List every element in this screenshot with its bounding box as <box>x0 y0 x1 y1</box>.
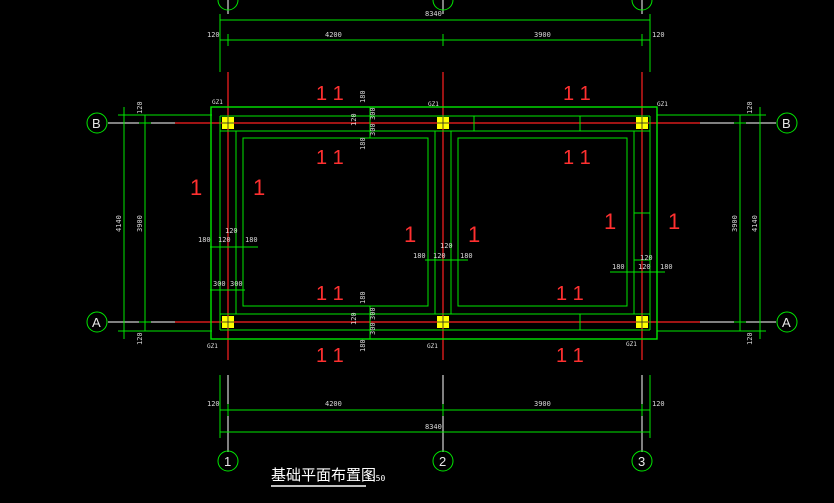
axis-bubble-2 <box>432 450 454 472</box>
dim-overall-top: 8340 <box>425 10 442 18</box>
dim-edge: 120 <box>746 332 754 345</box>
dim-300: 300 <box>213 280 226 288</box>
dim-120: 120 <box>433 252 446 260</box>
dim-180: 180 <box>460 252 473 260</box>
dim-overall-bottom: 8340 <box>425 423 442 431</box>
dim-edge: 120 <box>207 31 220 39</box>
axis-bubble-1 <box>217 450 239 472</box>
dim-120: 120 <box>225 227 238 235</box>
section-marks: 1 1 1 1 1 1 1 1 1 1 1 1 1 1 1 1 1 1 1 1 … <box>190 83 680 367</box>
dim-180: 180 <box>245 236 258 244</box>
drawing-scale: 1:50 <box>366 474 385 483</box>
axis-bubbles: 1 2 3 B A B A <box>86 0 798 472</box>
axis-bubble-3 <box>631 450 653 472</box>
foundation-outline <box>210 106 658 340</box>
columns <box>222 117 648 328</box>
section-mark-pair: 1 1 <box>316 83 344 105</box>
axis-bubble-a-right <box>776 311 798 333</box>
dim-180: 180 <box>198 236 211 244</box>
column-label: GZ1 <box>427 343 438 350</box>
dim-120: 120 <box>350 312 358 325</box>
axis-bubble-a-left <box>86 311 108 333</box>
section-mark-pair: 1 1 <box>316 147 344 169</box>
dim-edge: 120 <box>652 400 665 408</box>
dim-120: 120 <box>640 254 653 262</box>
dim-180: 180 <box>612 263 625 271</box>
dim-edge: 120 <box>136 332 144 345</box>
section-mark-pair: 1 1 <box>563 83 591 105</box>
section-mark: 1 <box>668 209 680 234</box>
dim-180: 180 <box>413 252 426 260</box>
section-mark-pair: 1 1 <box>316 283 344 305</box>
section-mark: 1 <box>404 222 416 247</box>
dim-depth-overall-right: 4140 <box>751 215 759 232</box>
dim-bay-2-top: 3900 <box>534 31 551 39</box>
section-mark-pair: 1 1 <box>563 147 591 169</box>
drawing-title-block: 基础平面布置图 1:50 <box>271 466 385 487</box>
dim-300: 300 <box>369 123 377 136</box>
dim-300: 300 <box>369 107 377 120</box>
dim-120: 120 <box>638 263 651 271</box>
column-labels: GZ1 GZ1 GZ1 GZ1 GZ1 GZ1 <box>207 99 668 350</box>
section-mark-pair: 1 1 <box>556 283 584 305</box>
dim-depth-inner-left: 3900 <box>136 215 144 232</box>
section-mark: 1 <box>468 222 480 247</box>
column-label: GZ1 <box>207 343 218 350</box>
column-label: GZ1 <box>212 99 223 106</box>
axis-bubble-3-top <box>631 0 653 11</box>
dim-180: 180 <box>359 137 367 150</box>
section-mark-pair: 1 1 <box>556 345 584 367</box>
dim-300: 300 <box>369 307 377 320</box>
drawing-title: 基础平面布置图 <box>271 466 376 484</box>
column-label: GZ1 <box>657 101 668 108</box>
dim-180: 180 <box>359 339 367 352</box>
left-dimensions: 120 4140 3900 120 <box>115 101 212 345</box>
axis-bubble-b-right <box>776 112 798 134</box>
section-mark-pair: 1 1 <box>316 345 344 367</box>
right-dimensions: 120 3900 4140 120 <box>657 101 766 345</box>
column-label: GZ1 <box>428 101 439 108</box>
dim-180: 180 <box>359 291 367 304</box>
column-label: GZ1 <box>626 341 637 348</box>
dim-bay-1-bottom: 4200 <box>325 400 342 408</box>
axis-label-a-right: A <box>782 315 791 330</box>
axis-bubble-2-top <box>432 0 454 11</box>
dim-120: 120 <box>350 113 358 126</box>
axis-bubble-1-top <box>217 0 239 11</box>
axis-label-1: 1 <box>224 454 231 469</box>
axis-label-a-left: A <box>92 315 101 330</box>
dim-300: 300 <box>230 280 243 288</box>
axis-label-b-right: B <box>782 116 791 131</box>
top-dimensions: 8340 120 4200 3900 120 <box>207 10 665 72</box>
axis-label-b-left: B <box>92 116 101 131</box>
section-mark: 1 <box>604 209 616 234</box>
dim-bay-1-top: 4200 <box>325 31 342 39</box>
dim-bay-2-bottom: 3900 <box>534 400 551 408</box>
dim-180: 180 <box>359 90 367 103</box>
dim-180: 180 <box>660 263 673 271</box>
axis-bubble-b-left <box>86 112 108 134</box>
dim-edge: 120 <box>136 101 144 114</box>
section-mark: 1 <box>190 175 202 200</box>
axis-label-2: 2 <box>439 454 446 469</box>
axis-label-3: 3 <box>638 454 645 469</box>
dim-120: 120 <box>218 236 231 244</box>
dim-depth-inner-right: 3900 <box>731 215 739 232</box>
section-mark: 1 <box>253 175 265 200</box>
dim-edge: 120 <box>746 101 754 114</box>
dim-120: 120 <box>440 242 453 250</box>
dim-edge: 120 <box>207 400 220 408</box>
detail-dimensions: 180 120 300 300 180 180 120 300 300 180 … <box>198 90 673 352</box>
dim-edge: 120 <box>652 31 665 39</box>
dim-300: 300 <box>369 322 377 335</box>
bottom-dimensions: 120 4200 3900 120 8340 <box>207 375 665 438</box>
dim-depth-overall-left: 4140 <box>115 215 123 232</box>
